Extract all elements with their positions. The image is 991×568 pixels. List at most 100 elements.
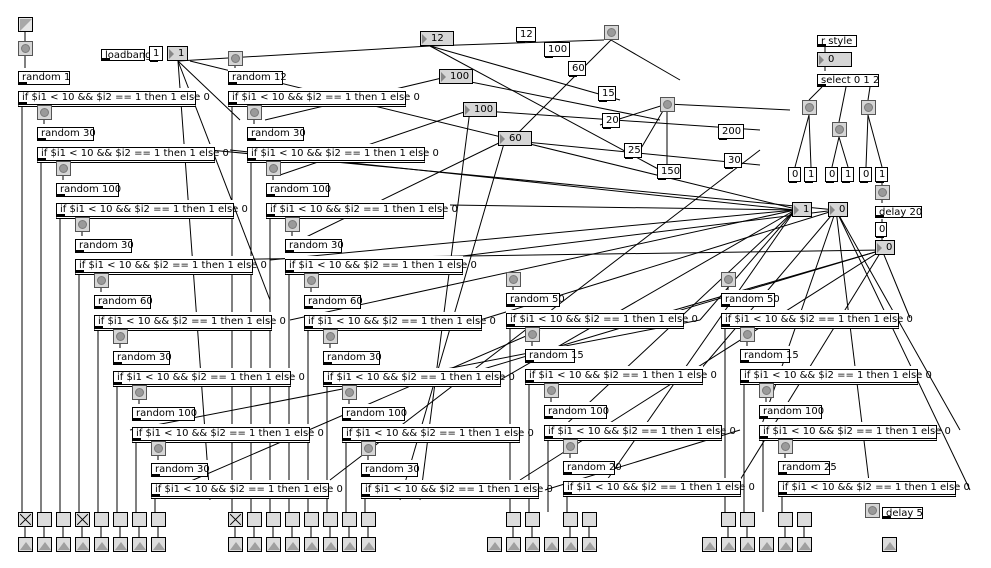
- column-d-random-1[interactable]: random 15: [740, 346, 799, 363]
- column-d-bang-3[interactable]: [778, 439, 793, 454]
- column-d-random-2[interactable]: random 100: [759, 402, 824, 419]
- column-c-random-0[interactable]: random 50: [506, 290, 565, 307]
- column-b-condition-1[interactable]: if $i1 < 10 && $i2 == 1 then 1 else 0: [247, 144, 439, 163]
- column-c-random-3[interactable]: random 20: [563, 458, 622, 475]
- column-b-output-2-icon[interactable]: [266, 537, 281, 552]
- column-a-condition-4[interactable]: if $i1 < 10 && $i2 == 1 then 1 else 0: [94, 312, 286, 331]
- column-a-toggle-6[interactable]: [132, 512, 147, 527]
- column-a-random-5[interactable]: random 30: [113, 348, 172, 365]
- column-b-toggle-2[interactable]: [266, 512, 281, 527]
- column-b-toggle-0[interactable]: [228, 512, 243, 527]
- column-d-output-1-icon[interactable]: [721, 537, 736, 552]
- column-b-random-3[interactable]: random 30: [285, 236, 344, 253]
- column-a-random-4[interactable]: random 60: [94, 292, 153, 309]
- column-a-bang-4[interactable]: [94, 273, 109, 288]
- column-c-toggle-1[interactable]: [525, 512, 540, 527]
- column-d-output-5-icon[interactable]: [797, 537, 812, 552]
- column-a-random-7[interactable]: random 30: [151, 460, 210, 477]
- number-box-100a[interactable]: 100: [439, 69, 473, 84]
- column-a-random-1[interactable]: random 30: [37, 124, 96, 141]
- column-b-condition-2[interactable]: if $i1 < 10 && $i2 == 1 then 1 else 0: [266, 200, 458, 219]
- column-a-condition-5[interactable]: if $i1 < 10 && $i2 == 1 then 1 else 0: [113, 368, 305, 387]
- message-box-30[interactable]: 30: [724, 153, 742, 169]
- bang-top-right[interactable]: [604, 25, 619, 40]
- style-number-box[interactable]: 0: [817, 52, 852, 67]
- column-b-toggle-5[interactable]: [323, 512, 338, 527]
- column-a-toggle-5[interactable]: [113, 512, 128, 527]
- column-a-condition-1[interactable]: if $i1 < 10 && $i2 == 1 then 1 else 0: [37, 144, 229, 163]
- column-d-toggle-0[interactable]: [721, 512, 736, 527]
- column-a-bang-6[interactable]: [132, 385, 147, 400]
- column-d-output-0-icon[interactable]: [702, 537, 717, 552]
- delay-20-object[interactable]: delay 20: [875, 203, 922, 218]
- column-a-output-2-icon[interactable]: [56, 537, 71, 552]
- column-a-random-3[interactable]: random 30: [75, 236, 134, 253]
- column-a-condition-3[interactable]: if $i1 < 10 && $i2 == 1 then 1 else 0: [75, 256, 267, 275]
- column-b-bang-3[interactable]: [285, 217, 300, 232]
- column-c-bang-0[interactable]: [506, 272, 521, 287]
- column-a-toggle-3[interactable]: [75, 512, 90, 527]
- column-d-output-2-icon[interactable]: [740, 537, 755, 552]
- column-a-condition-2[interactable]: if $i1 < 10 && $i2 == 1 then 1 else 0: [56, 200, 248, 219]
- style-message-4[interactable]: 0: [859, 167, 872, 183]
- column-d-bang-2[interactable]: [759, 383, 774, 398]
- number-box-12[interactable]: 12: [420, 31, 454, 46]
- bang-style-2[interactable]: [861, 100, 876, 115]
- column-a-output-6-icon[interactable]: [132, 537, 147, 552]
- bang-delay-5[interactable]: [865, 503, 880, 518]
- bang-mid-right[interactable]: [660, 97, 675, 112]
- state-number-left[interactable]: 1: [792, 202, 812, 217]
- column-b-random-6[interactable]: random 100: [342, 404, 407, 421]
- column-a-condition-7[interactable]: if $i1 < 10 && $i2 == 1 then 1 else 0: [151, 480, 343, 499]
- column-a-output-3-icon[interactable]: [75, 537, 90, 552]
- column-b-output-7-icon[interactable]: [361, 537, 376, 552]
- column-d-random-0[interactable]: random 50: [721, 290, 780, 307]
- column-c-condition-2[interactable]: if $i1 < 10 && $i2 == 1 then 1 else 0: [544, 422, 736, 441]
- column-b-bang-7[interactable]: [361, 441, 376, 456]
- message-box-200[interactable]: 200: [718, 124, 744, 140]
- column-c-output-1-icon[interactable]: [506, 537, 521, 552]
- column-b-bang-6[interactable]: [342, 385, 357, 400]
- column-a-bang-1[interactable]: [37, 105, 52, 120]
- column-a-bang-5[interactable]: [113, 329, 128, 344]
- bang-delay[interactable]: [875, 185, 890, 200]
- column-b-bang-0[interactable]: [228, 51, 243, 66]
- column-a-toggle-0[interactable]: [18, 512, 33, 527]
- column-d-condition-1[interactable]: if $i1 < 10 && $i2 == 1 then 1 else 0: [740, 366, 932, 385]
- column-a-bang-2[interactable]: [56, 161, 71, 176]
- column-d-random-3[interactable]: random 25: [778, 458, 837, 475]
- column-a-toggle-2[interactable]: [56, 512, 71, 527]
- column-c-output-4-icon[interactable]: [563, 537, 578, 552]
- column-b-random-2[interactable]: random 100: [266, 180, 331, 197]
- column-b-toggle-4[interactable]: [304, 512, 319, 527]
- column-b-toggle-7[interactable]: [361, 512, 376, 527]
- column-b-bang-1[interactable]: [247, 105, 262, 120]
- master-toggle-icon[interactable]: [18, 17, 33, 32]
- column-a-output-1-icon[interactable]: [37, 537, 52, 552]
- column-d-bang-0[interactable]: [721, 272, 736, 287]
- column-b-random-7[interactable]: random 30: [361, 460, 420, 477]
- column-b-random-0[interactable]: random 12: [228, 68, 287, 85]
- message-box-12[interactable]: 12: [516, 27, 536, 43]
- column-b-bang-2[interactable]: [266, 161, 281, 176]
- column-d-toggle-1[interactable]: [740, 512, 755, 527]
- column-c-bang-2[interactable]: [544, 383, 559, 398]
- column-b-output-5-icon[interactable]: [323, 537, 338, 552]
- master-number-box[interactable]: 1: [167, 46, 188, 61]
- column-a-output-7-icon[interactable]: [151, 537, 166, 552]
- column-c-random-2[interactable]: random 100: [544, 402, 609, 419]
- column-b-output-6-icon[interactable]: [342, 537, 357, 552]
- column-a-toggle-4[interactable]: [94, 512, 109, 527]
- message-box-15[interactable]: 15: [598, 86, 616, 102]
- column-c-random-1[interactable]: random 15: [525, 346, 584, 363]
- style-message-1[interactable]: 1: [804, 167, 817, 183]
- number-box-100b[interactable]: 100: [463, 102, 497, 117]
- column-b-output-1-icon[interactable]: [247, 537, 262, 552]
- column-b-output-4-icon[interactable]: [304, 537, 319, 552]
- column-d-output-4-icon[interactable]: [778, 537, 793, 552]
- bang-style-1[interactable]: [832, 122, 847, 137]
- column-b-output-3-icon[interactable]: [285, 537, 300, 552]
- column-d-condition-0[interactable]: if $i1 < 10 && $i2 == 1 then 1 else 0: [721, 310, 913, 329]
- bang-a0[interactable]: [18, 41, 33, 56]
- column-b-bang-5[interactable]: [323, 329, 338, 344]
